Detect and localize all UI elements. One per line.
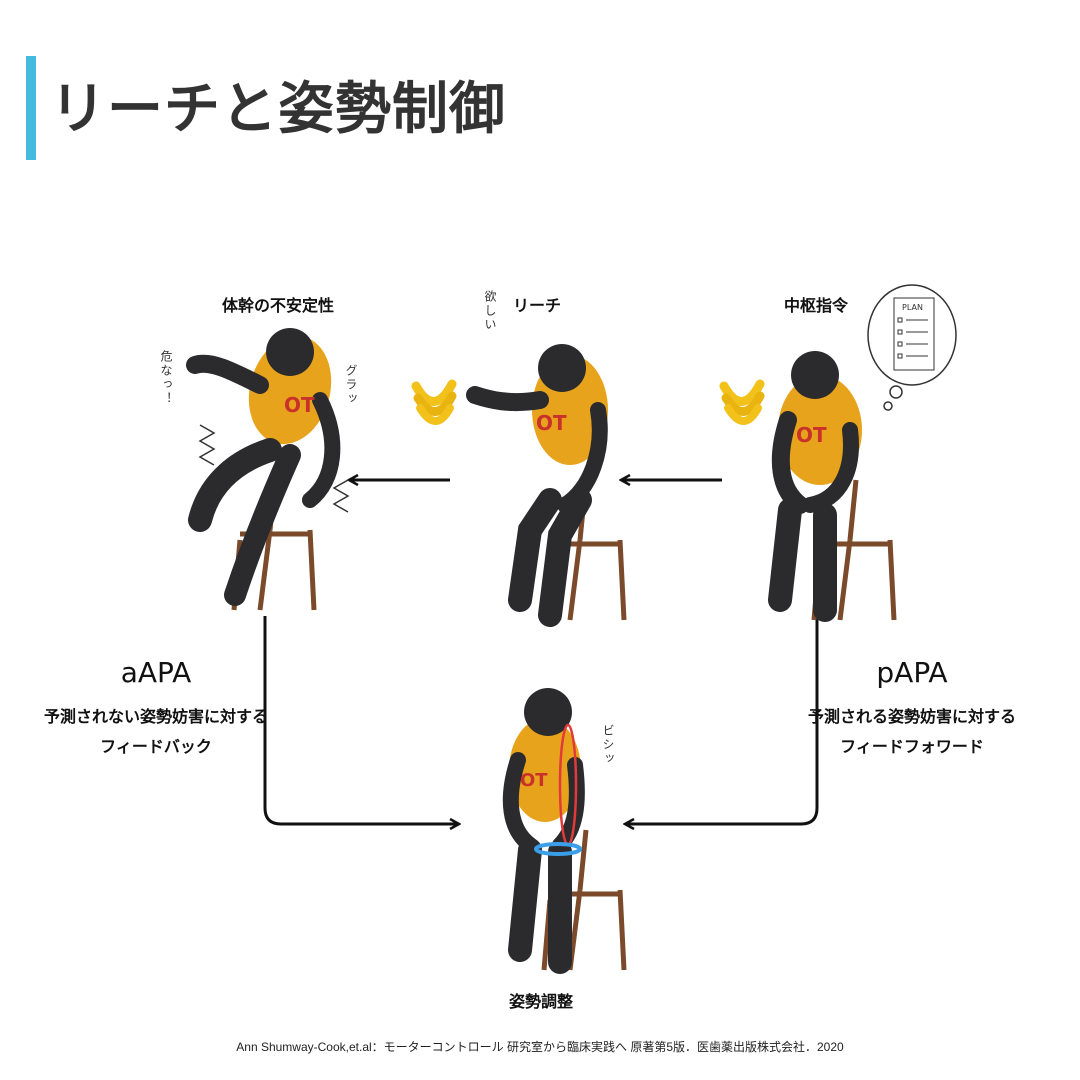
banana-icon-left	[411, 379, 457, 425]
note-danger: 危なっ！	[159, 350, 173, 406]
apa-right-name: pAPA	[876, 656, 948, 689]
plan-text: PLAN	[902, 303, 923, 312]
gorilla-trunk-instability: OT	[186, 328, 350, 610]
note-wobble: グラッ	[344, 364, 358, 406]
apa-left-desc: 予測されない姿勢妨害に対する フィードバック	[44, 702, 268, 762]
apa-left-name: aAPA	[120, 656, 192, 689]
shirt-text-2: OT	[536, 411, 567, 435]
apa-left-line1: 予測されない姿勢妨害に対する	[43, 707, 269, 726]
page-title: リーチと姿勢制御	[50, 77, 506, 142]
apa-right-line2: フィードフォワード	[840, 737, 984, 756]
arrow-trunk-to-posture	[263, 616, 458, 824]
arrow-central-to-posture	[626, 616, 819, 824]
gorilla-posture: OT	[502, 688, 624, 974]
gorilla-central: OT	[768, 351, 894, 620]
note-stiff: ビシッ	[601, 724, 615, 766]
stage-label-trunk: 体幹の不安定性	[221, 296, 335, 315]
citation: Ann Shumway-Cook,et.al：モーターコントロール 研究室から臨…	[236, 1040, 844, 1054]
title-accent-bar	[26, 56, 36, 160]
shirt-text-3: OT	[796, 423, 827, 447]
stage-label-reach: リーチ	[512, 296, 562, 315]
shirt-text-1: OT	[284, 393, 315, 417]
thought-bubble-icon: PLAN	[867, 284, 957, 411]
apa-right-line1: 予測される姿勢妨害に対する	[807, 707, 1017, 726]
stage-label-posture: 姿勢調整	[508, 992, 574, 1011]
shirt-text-4: OT	[520, 770, 548, 791]
gorilla-reach: OT	[466, 344, 624, 627]
note-want: 欲しい	[483, 290, 497, 332]
ring-highlight	[534, 842, 582, 856]
stage-label-central: 中枢指令	[783, 296, 849, 315]
apa-right-desc: 予測される姿勢妨害に対する フィードフォワード	[808, 702, 1016, 762]
apa-left-line2: フィードバック	[100, 737, 212, 756]
banana-icon-right	[719, 379, 765, 425]
